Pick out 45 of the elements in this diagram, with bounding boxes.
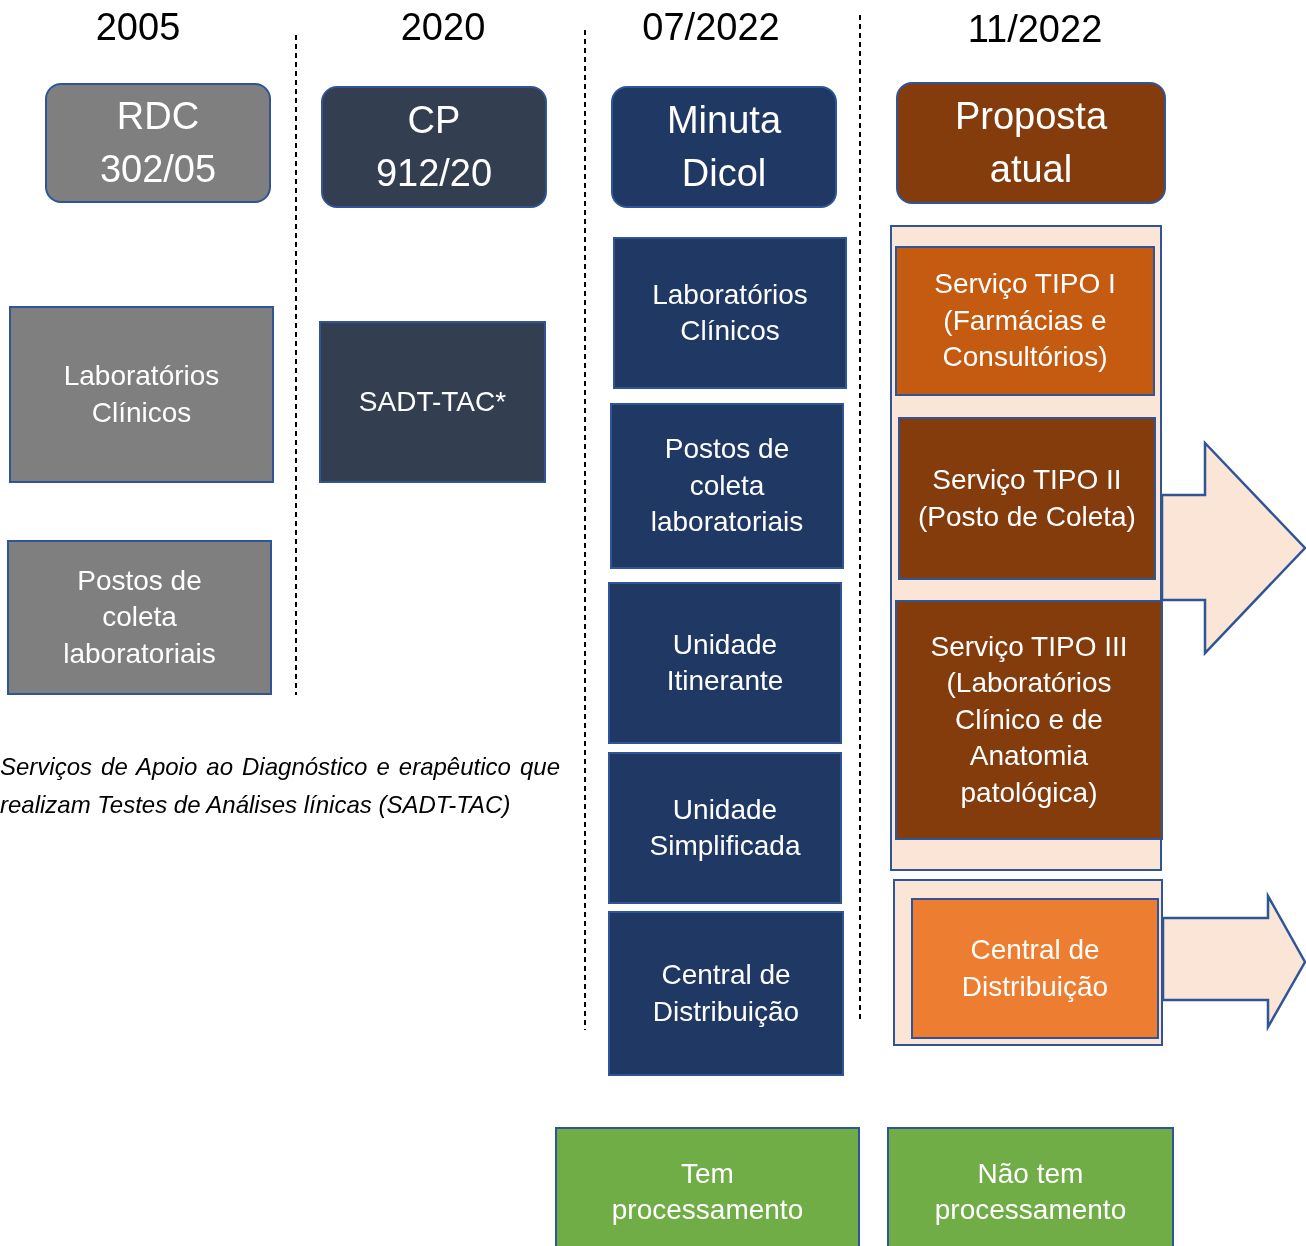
year-heading: 11/2022 — [967, 8, 1103, 51]
box-label: SADT-TAC* — [358, 384, 507, 419]
category-box — [608, 582, 842, 744]
year-heading: 2020 — [400, 6, 486, 49]
box-label: Unidade Itinerante — [665, 627, 785, 698]
year-heading: 07/2022 — [642, 6, 780, 49]
legend-box — [887, 1127, 1174, 1246]
category-box — [608, 752, 842, 904]
block-arrow — [1160, 439, 1306, 657]
box-label: Central de Distribuição — [960, 933, 1110, 1004]
box-label: Não tem processamento — [933, 1156, 1128, 1227]
box-label: Unidade Simplificada — [648, 792, 802, 863]
box-label: Laboratórios Clínicos — [62, 359, 221, 430]
box-label: Serviço TIPO II (Posto de Coleta) — [917, 463, 1137, 534]
header-box — [321, 86, 547, 208]
category-box — [613, 237, 847, 389]
category-box — [895, 246, 1155, 396]
box-label: Tem processamento — [610, 1156, 805, 1227]
legend-box — [555, 1127, 860, 1246]
header-box — [611, 86, 837, 208]
box-label: Postos de coleta laboratoriais — [62, 563, 217, 671]
footnote: Serviços de Apoio ao Diagnóstico e erapêutico que realizam Testes de Análises línicas (SADT-TAC) — [0, 752, 560, 820]
category-box — [895, 600, 1163, 840]
category-box — [7, 540, 272, 695]
category-box — [898, 417, 1156, 580]
header-box — [45, 83, 271, 203]
category-box — [9, 306, 274, 483]
box-label: Laboratórios Clínicos — [651, 277, 809, 348]
category-box — [610, 403, 844, 569]
header-text: Minuta Dicol — [665, 97, 783, 196]
category-box — [319, 321, 546, 483]
header-text: CP 912/20 — [374, 97, 494, 196]
header-box — [896, 82, 1166, 204]
group-panel — [893, 879, 1163, 1046]
header-text: Proposta atual — [953, 93, 1109, 192]
group-panel — [890, 225, 1162, 871]
category-box — [608, 911, 844, 1076]
box-label: Serviço TIPO III (Laboratórios Clínico e de Anatomia patológica) — [929, 630, 1129, 810]
box-label: Serviço TIPO I (Farmácias e Consultórios) — [933, 267, 1117, 375]
block-arrow — [1161, 891, 1306, 1032]
category-box — [911, 898, 1159, 1039]
header-text: RDC 302/05 — [98, 93, 218, 192]
year-heading: 2005 — [95, 6, 181, 49]
box-label: Postos de coleta laboratoriais — [649, 432, 805, 540]
box-label: Central de Distribuição — [651, 958, 801, 1029]
